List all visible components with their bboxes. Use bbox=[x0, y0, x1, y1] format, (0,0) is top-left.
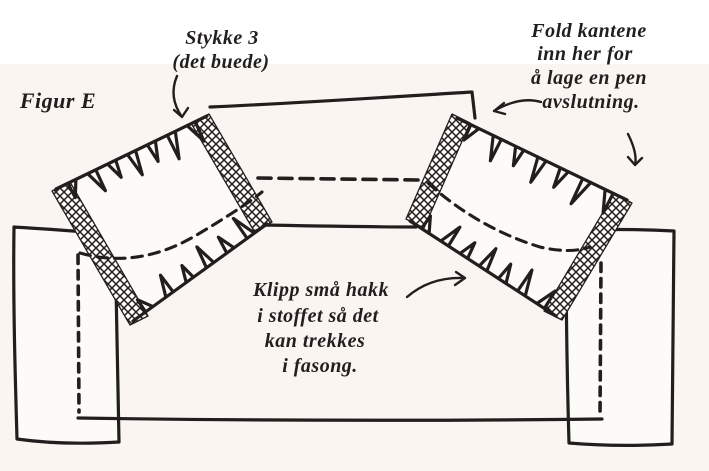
sofa-back-fold-dashed-line bbox=[256, 176, 421, 182]
annotation-stykke: Stykke 3 (det buede) bbox=[172, 27, 269, 73]
annotation-fold-line3: å lage en pen bbox=[531, 67, 647, 89]
annotation-fold-line1: Fold kantene bbox=[530, 20, 646, 42]
annotation-fold-line4: avslutning. bbox=[542, 91, 639, 113]
right-armrest-dashed-line bbox=[598, 261, 603, 419]
left-armrest-dashed-line bbox=[76, 253, 81, 414]
left-fabric-piece bbox=[51, 113, 273, 326]
klipp-arrow-icon bbox=[405, 270, 467, 299]
annotation-klipp-line3: kan trekkes bbox=[265, 330, 366, 352]
sofa-back-top-edge bbox=[208, 90, 477, 120]
right-fabric-piece bbox=[405, 113, 633, 321]
annotation-klipp-line2: i stoffet så det bbox=[257, 305, 379, 327]
left-piece-top-notched-edge bbox=[54, 114, 209, 200]
annotation-fold: Fold kantene inn her for å lage en pen a… bbox=[530, 20, 647, 113]
right-armrest-outline bbox=[564, 227, 676, 447]
top-white-band bbox=[0, 0, 709, 64]
left-armrest-fill bbox=[13, 227, 119, 444]
figure-label: Figur E bbox=[19, 88, 96, 113]
seat-line bbox=[76, 416, 604, 422]
annotation-klipp-line1: Klipp små hakk bbox=[252, 279, 389, 301]
annotation-stykke-line1: Stykke 3 bbox=[185, 27, 258, 49]
right-armrest-fill bbox=[566, 229, 674, 446]
annotation-klipp: Klipp små hakk i stoffet så det kan trek… bbox=[252, 279, 389, 377]
stykke-arrow-icon bbox=[172, 74, 190, 119]
fold-down-arrow-icon bbox=[626, 132, 644, 167]
fold-left-arrow-icon bbox=[492, 99, 543, 116]
annotation-arrows bbox=[172, 74, 644, 299]
right-piece-bottom-notched-edge bbox=[408, 214, 558, 318]
annotation-fold-line2: inn her for bbox=[537, 43, 633, 65]
left-piece-seam-dashed-curve bbox=[78, 190, 264, 260]
right-piece-top-notched-edge bbox=[455, 116, 629, 215]
annotation-stykke-line2: (det buede) bbox=[172, 51, 269, 73]
right-piece-seam-dashed-curve bbox=[426, 181, 592, 253]
sofa-back-bottom-edge bbox=[260, 223, 418, 229]
annotation-klipp-line4: i fasong. bbox=[282, 355, 358, 377]
left-piece-bottom-notched-edge bbox=[131, 216, 269, 323]
